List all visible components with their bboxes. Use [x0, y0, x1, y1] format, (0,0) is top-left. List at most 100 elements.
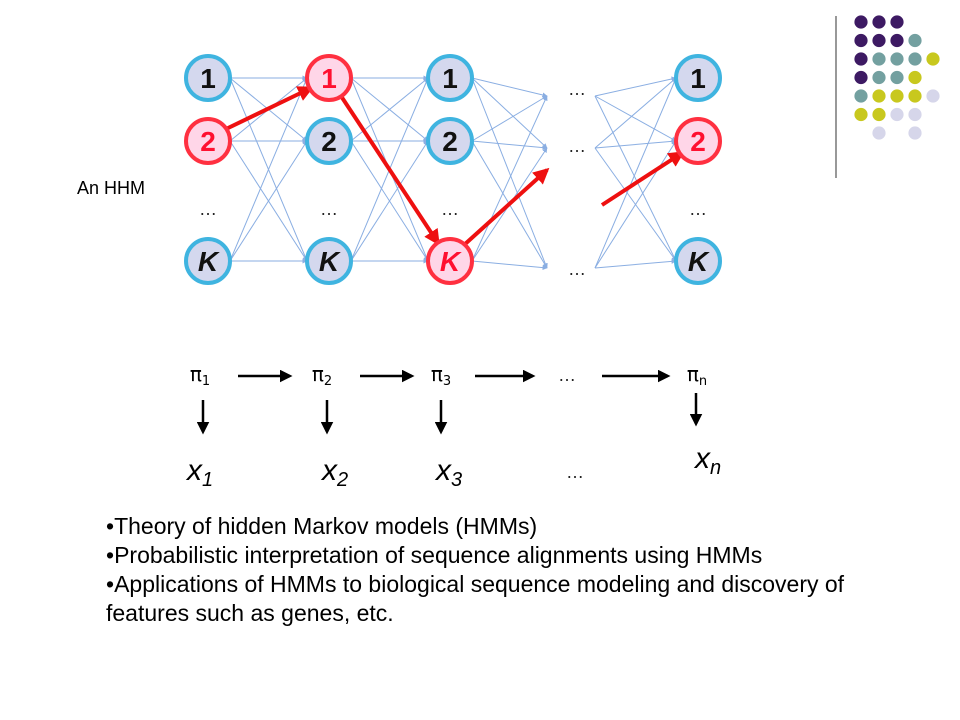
state-label: K — [688, 246, 710, 277]
transition-edge — [350, 140, 429, 262]
state-circle — [674, 117, 722, 165]
state-subscript: n — [699, 374, 707, 389]
state-node: K — [184, 237, 232, 285]
transition-edge — [471, 77, 548, 98]
state-node: 2 — [426, 117, 474, 165]
decor-dot — [872, 107, 886, 122]
state-circle — [305, 54, 353, 102]
transition-edge — [594, 258, 677, 269]
transition-edge — [471, 77, 548, 149]
state-path-arrow — [339, 94, 440, 246]
state-node: 1 — [674, 54, 722, 102]
decor-dot — [872, 15, 886, 29]
state-symbol: π3 — [431, 362, 451, 389]
decor-dot — [854, 70, 868, 85]
decor-dot — [908, 126, 922, 140]
bullet-list: Theory of hidden Markov models (HMMs) Pr… — [106, 512, 906, 628]
bullet-item: Applications of HMMs to biological seque… — [106, 570, 906, 628]
state-circle — [184, 54, 232, 102]
state-node: 2 — [184, 117, 232, 165]
state-circle — [426, 237, 474, 285]
state-label: 2 — [200, 126, 216, 157]
observation-subscript: 3 — [451, 469, 462, 491]
observation-symbol: x2 — [320, 454, 348, 491]
observation-subscript: 2 — [336, 469, 348, 491]
decor-dot — [890, 15, 904, 29]
decor-dot — [872, 52, 886, 66]
ellipsis-label: … — [568, 259, 586, 279]
observation-symbol: x1 — [185, 454, 213, 491]
state-node: K — [305, 237, 353, 285]
decor-dot — [890, 107, 904, 122]
ellipsis-label: … — [199, 199, 217, 219]
state-path-arrows — [225, 86, 685, 247]
state-circle — [184, 117, 232, 165]
decor-dot — [854, 52, 868, 66]
decor-dot — [908, 33, 922, 48]
observation-symbol: x3 — [434, 454, 462, 491]
decor-dot — [854, 89, 868, 103]
state-label: K — [440, 246, 462, 277]
decor-dot — [908, 89, 922, 103]
transition-edge — [471, 260, 548, 271]
state-path-arrow — [225, 86, 314, 131]
state-circle — [305, 237, 353, 285]
trellis-nodes: 12K…12K…12K…………12K… — [184, 54, 722, 285]
ellipsis-label: … — [689, 199, 707, 219]
decor-dot — [890, 70, 904, 85]
transition-edge — [471, 95, 548, 142]
state-symbol: π2 — [312, 362, 332, 389]
transition-edge — [594, 95, 677, 262]
transition-edges — [229, 75, 677, 271]
state-node: 2 — [674, 117, 722, 165]
observation-symbol: xn — [693, 442, 721, 479]
state-node: K — [674, 237, 722, 285]
transition-edge — [229, 77, 308, 262]
state-node: 1 — [184, 54, 232, 102]
decor-dot — [854, 15, 868, 29]
state-subscript: 1 — [202, 374, 210, 389]
state-symbol: πn — [687, 362, 707, 389]
decor-dot — [854, 33, 868, 48]
state-label: K — [198, 246, 220, 277]
state-circle — [674, 237, 722, 285]
observation-subscript: 1 — [202, 469, 213, 491]
state-circle — [426, 54, 474, 102]
state-node: 1 — [305, 54, 353, 102]
transition-edge — [594, 95, 677, 142]
decor-dot — [872, 89, 886, 103]
state-label: K — [319, 246, 341, 277]
state-circle — [674, 54, 722, 102]
ellipsis-label: … — [320, 199, 338, 219]
state-subscript: 3 — [443, 374, 451, 389]
state-label: 1 — [690, 63, 706, 94]
decor-dot — [926, 89, 940, 103]
decor-dot — [926, 52, 940, 66]
decorative-dot-pattern — [854, 15, 940, 140]
transition-edge — [229, 140, 308, 262]
bullet-item: Probabilistic interpretation of sequence… — [106, 541, 906, 570]
decor-dot — [908, 107, 922, 122]
state-symbol: … — [558, 365, 576, 385]
state-node: K — [426, 237, 474, 285]
transition-edge — [594, 77, 677, 149]
decor-dot — [890, 33, 904, 48]
decor-dot — [872, 33, 886, 48]
decor-dot — [908, 52, 922, 66]
state-label: 1 — [321, 63, 337, 94]
state-label: 2 — [321, 126, 337, 157]
ellipsis-label: … — [441, 199, 459, 219]
state-label: 2 — [690, 126, 706, 157]
decor-dot — [854, 107, 868, 122]
transition-edge — [594, 76, 677, 97]
state-node: 2 — [305, 117, 353, 165]
state-path-arrow — [600, 151, 685, 207]
transition-edge — [471, 77, 548, 269]
transition-edge — [594, 140, 677, 269]
state-circle — [184, 237, 232, 285]
state-circle — [426, 117, 474, 165]
decor-dot — [890, 89, 904, 103]
state-label: 1 — [200, 63, 216, 94]
